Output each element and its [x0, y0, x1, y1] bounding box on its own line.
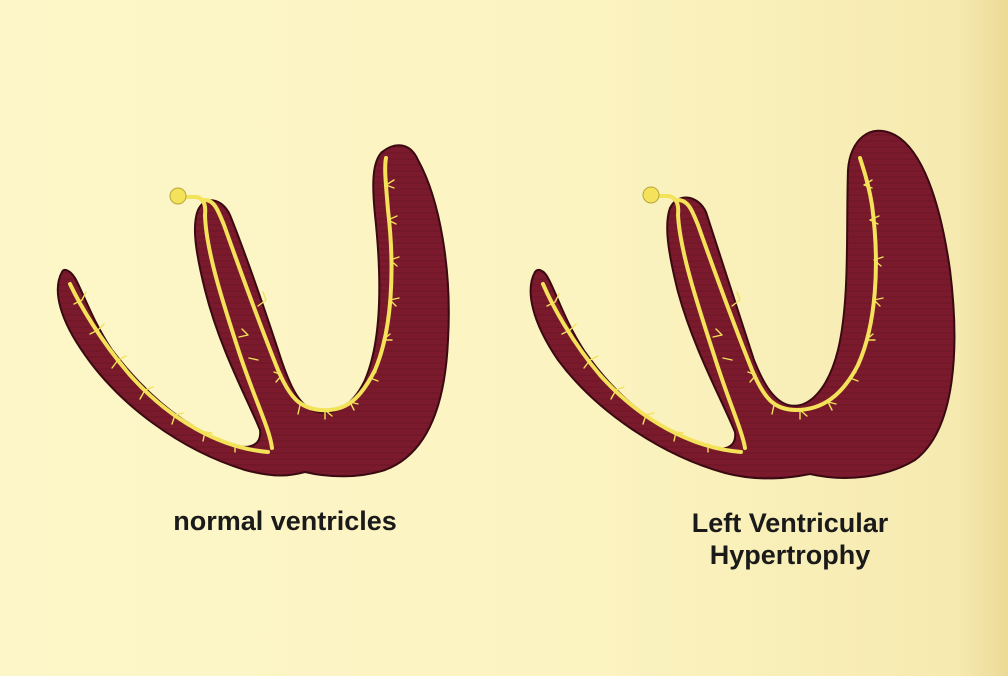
- caption-left-ventricular-hypertrophy: Left Ventricular Hypertrophy: [640, 507, 940, 571]
- lvh-myocardium: [531, 131, 955, 479]
- normal-ventricles-drawing: [58, 145, 449, 476]
- caption-line: normal ventricles: [130, 505, 440, 537]
- lvh-drawing: [531, 131, 955, 479]
- caption-normal-ventricles: normal ventricles: [130, 505, 440, 537]
- caption-line: Left Ventricular: [640, 507, 940, 539]
- lvh-av-node: [643, 187, 659, 203]
- caption-line: Hypertrophy: [640, 539, 940, 571]
- normal-av-node: [170, 188, 186, 204]
